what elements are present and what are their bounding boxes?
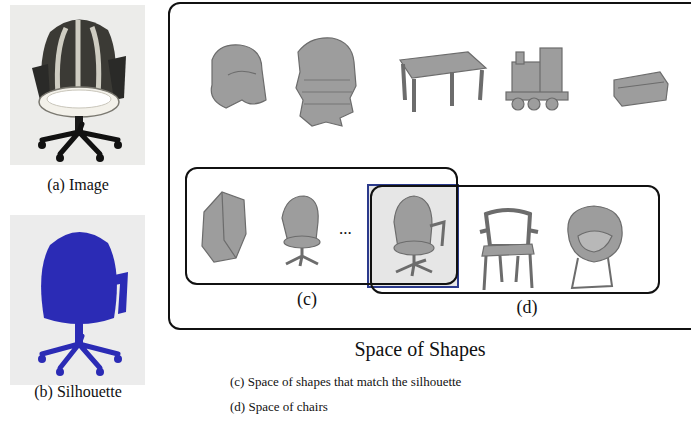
region-label: (c) bbox=[297, 289, 317, 310]
shape-models bbox=[572, 258, 612, 288]
shape-models bbox=[302, 80, 352, 104]
ellipsis: ... bbox=[339, 219, 352, 239]
chair-photo bbox=[114, 141, 122, 149]
shape-models bbox=[480, 230, 538, 232]
silhouette bbox=[10, 215, 145, 385]
chair-photo bbox=[96, 154, 104, 162]
shape-models bbox=[516, 52, 524, 64]
silhouette bbox=[41, 232, 117, 324]
chair-photo bbox=[57, 20, 98, 95]
silhouette-caption: (b) Silhouette bbox=[34, 383, 122, 401]
shape-models bbox=[618, 82, 664, 88]
shape-models bbox=[482, 244, 534, 256]
shape-models bbox=[400, 52, 486, 78]
note: (c) Space of shapes that match the silho… bbox=[230, 374, 461, 390]
note: (d) Space of chairs bbox=[230, 399, 328, 415]
shape-models bbox=[284, 236, 320, 248]
shape-models bbox=[394, 196, 432, 248]
shape-models bbox=[394, 241, 434, 255]
shape-models bbox=[228, 71, 256, 75]
silhouette bbox=[96, 368, 104, 376]
region-label: (d) bbox=[517, 297, 538, 318]
shape-models bbox=[202, 192, 246, 262]
shape-models bbox=[540, 48, 562, 94]
chair-photo bbox=[56, 154, 64, 162]
chair-region: (d) bbox=[370, 185, 660, 294]
shape-models bbox=[484, 254, 532, 290]
shape-models bbox=[512, 98, 524, 110]
highlight-square bbox=[368, 185, 458, 287]
shape-models bbox=[286, 248, 318, 266]
shape-models bbox=[614, 72, 668, 106]
shape-models bbox=[202, 38, 668, 290]
shape-models bbox=[568, 206, 622, 262]
chair-photo bbox=[10, 5, 145, 165]
chair-photo bbox=[38, 141, 46, 149]
space-region: Space of Shapes(c)(d) bbox=[168, 2, 691, 330]
silhouette bbox=[42, 336, 118, 368]
shape-models bbox=[282, 196, 318, 242]
shape-models bbox=[396, 255, 432, 276]
shape-models bbox=[528, 98, 540, 110]
shape-models bbox=[546, 98, 558, 110]
silhouette bbox=[56, 368, 64, 376]
chair-photo bbox=[47, 90, 111, 108]
chair-photo bbox=[10, 5, 145, 165]
shape-models bbox=[486, 210, 530, 246]
chair-photo bbox=[42, 124, 118, 154]
chair-photo bbox=[39, 87, 119, 117]
silhouette bbox=[38, 355, 46, 363]
shape-models bbox=[296, 38, 356, 126]
shape-models bbox=[430, 222, 444, 246]
shape-models bbox=[403, 64, 482, 112]
silhouette bbox=[110, 272, 128, 314]
shape-models bbox=[578, 231, 612, 252]
image-caption: (a) Image bbox=[47, 176, 109, 194]
region-title: Space of Shapes bbox=[354, 338, 485, 361]
silhouette bbox=[10, 215, 145, 385]
shape-models bbox=[211, 45, 266, 108]
shape-models bbox=[222, 192, 236, 258]
silhouette bbox=[114, 355, 122, 363]
